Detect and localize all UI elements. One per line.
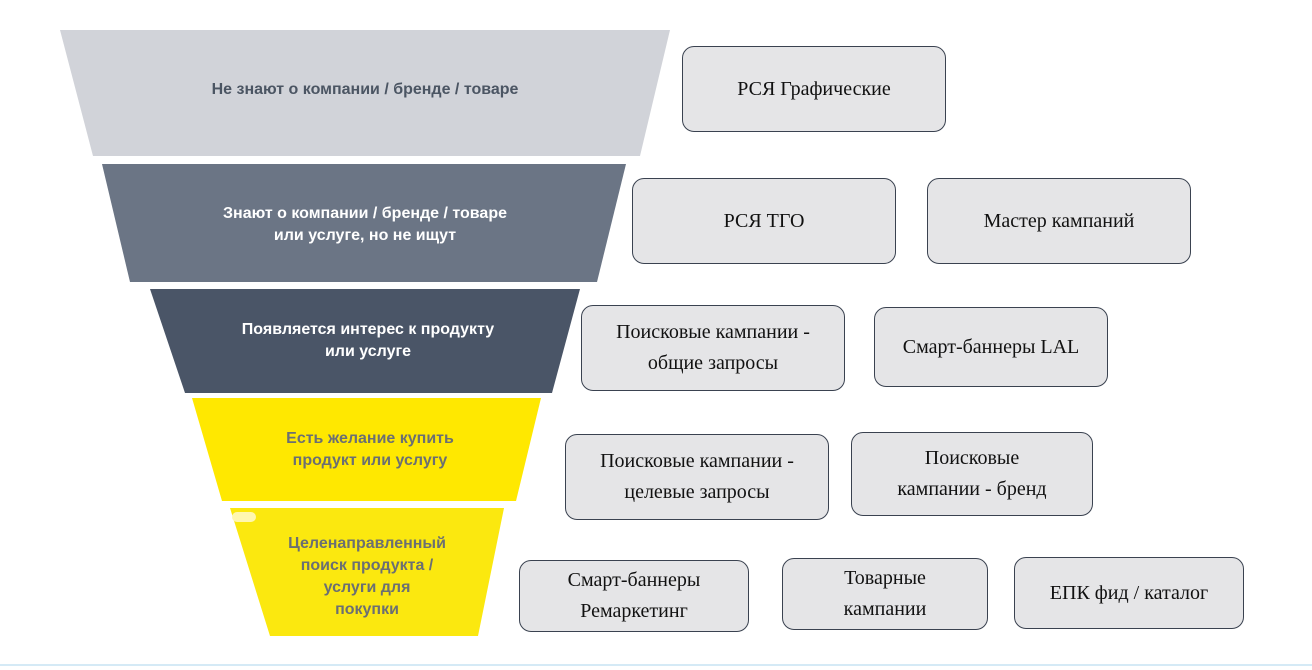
funnel-highlight <box>232 512 256 522</box>
campaign-box-epk-feed-catalog: ЕПК фид / каталог <box>1014 557 1244 629</box>
tier-label-5: Целенаправленный поиск продукта / услуги… <box>288 535 446 618</box>
tier-label-4: Есть желание купить продукт или услугу <box>286 430 454 469</box>
funnel-tier-3 <box>150 289 580 393</box>
tier-label-3: Появляется интерес к продукту или услуге <box>241 321 495 360</box>
tier-label-1: Не знают о компании / бренде / товаре <box>211 81 519 98</box>
bottom-divider <box>0 664 1312 666</box>
funnel-tier-4 <box>192 398 541 501</box>
campaign-box-search-brand: Поисковые кампании - бренд <box>851 432 1093 516</box>
tier-label-2: Знают о компании / бренде / товаре или у… <box>223 205 507 244</box>
funnel-tier-1 <box>60 30 670 156</box>
funnel-tier-5 <box>230 508 504 636</box>
campaign-box-smart-banners-lal: Смарт-баннеры LAL <box>874 307 1108 387</box>
campaign-box-master-campaigns: Мастер кампаний <box>927 178 1191 264</box>
campaign-box-search-targeted: Поисковые кампании - целевые запросы <box>565 434 829 520</box>
campaign-box-search-general: Поисковые кампании - общие запросы <box>581 305 845 391</box>
campaign-box-product-campaigns: Товарные кампании <box>782 558 988 630</box>
campaign-box-rsya-graphic: РСЯ Графические <box>682 46 946 132</box>
funnel-tier-2 <box>102 164 626 282</box>
campaign-box-smart-banners-remarketing: Смарт-баннеры Ремаркетинг <box>519 560 749 632</box>
campaign-box-rsya-tgo: РСЯ ТГО <box>632 178 896 264</box>
